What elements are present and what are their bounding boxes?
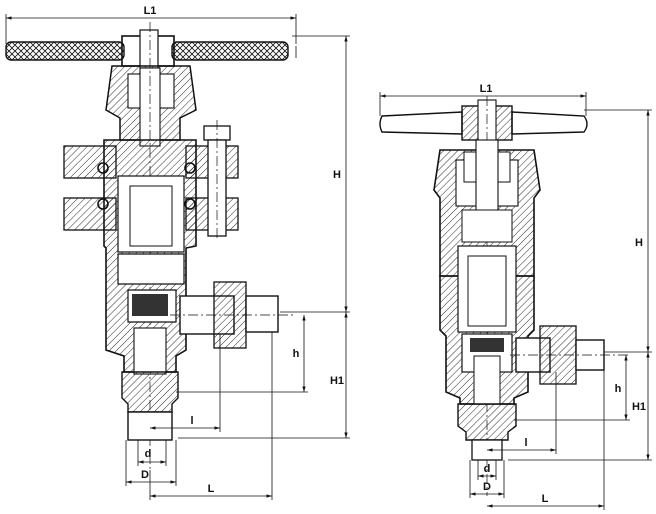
left-side-outlet (170, 281, 296, 349)
left-bolt-stud (203, 120, 231, 240)
left-valve-body (103, 139, 197, 375)
left-dimensions: L1 H H1 h l d D L (5, 5, 350, 500)
right-dim-label-L: L (542, 493, 549, 505)
right-dim-label-h: h (615, 383, 622, 395)
right-valve-body (439, 245, 535, 405)
left-bottom-inlet (121, 371, 179, 441)
left-dim-label-H1: H1 (330, 375, 344, 387)
right-dim-label-D: D (483, 481, 491, 493)
left-dim-label-H: H (333, 169, 341, 181)
right-side-outlet (510, 325, 630, 385)
right-dim-label-d: d (484, 463, 491, 475)
right-dim-label-H1: H1 (632, 401, 646, 413)
left-handwheel (5, 29, 297, 69)
right-dim-label-l: l (524, 437, 527, 449)
left-dim-label-d: d (145, 448, 152, 460)
right-dim-label-H: H (635, 237, 643, 249)
right-dimensions: L1 H H1 h l d D L (379, 83, 652, 510)
right-bottom-inlet (457, 403, 517, 461)
right-dim-label-L1: L1 (480, 83, 493, 95)
left-dim-label-L: L (208, 483, 215, 495)
left-dim-label-h: h (293, 348, 300, 360)
right-bonnet (433, 139, 541, 277)
left-dim-label-D: D (141, 469, 149, 481)
right-valve-view (379, 96, 630, 496)
left-dim-label-L1: L1 (144, 5, 157, 17)
left-dim-label-l: l (190, 415, 193, 427)
left-bonnet (105, 22, 197, 470)
left-valve-view (5, 22, 297, 470)
